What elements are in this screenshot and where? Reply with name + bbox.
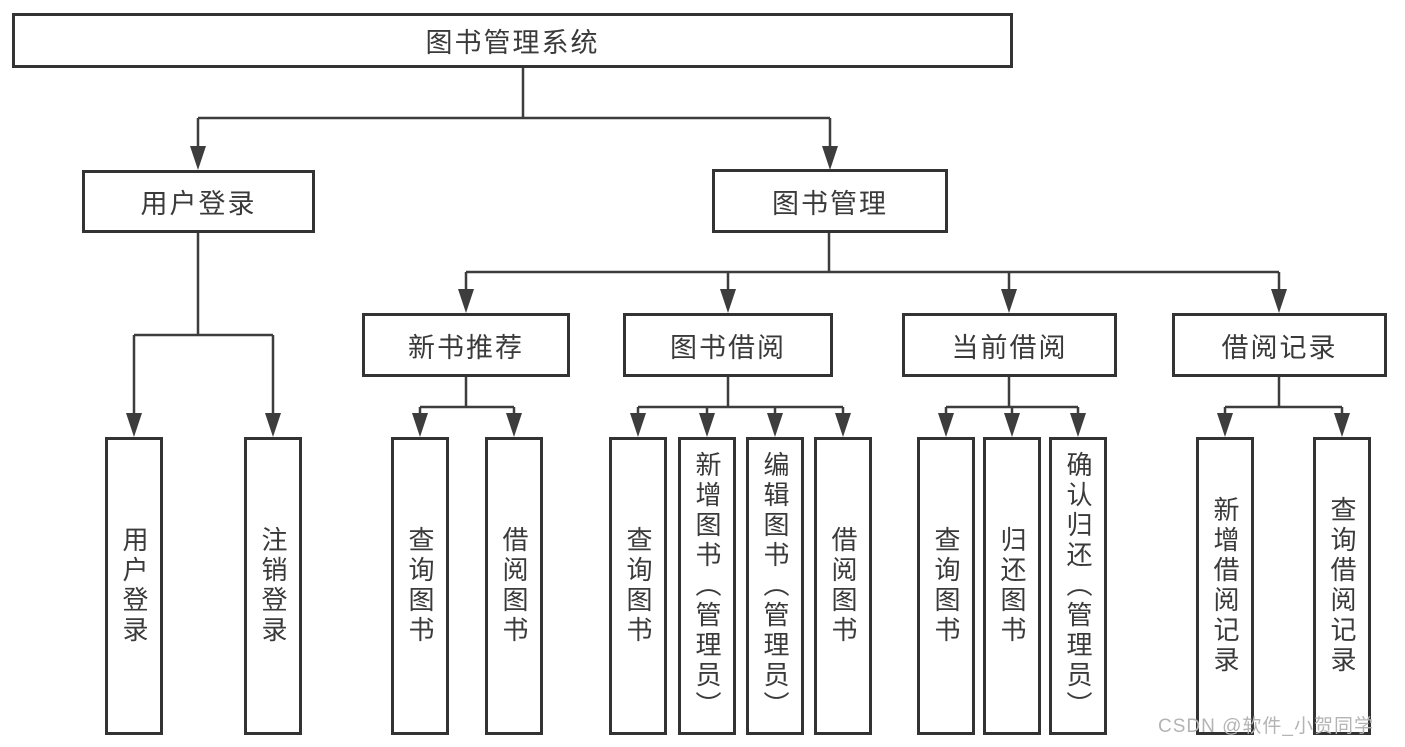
node-leaf-query-books-borrow: 查询图书: [609, 437, 667, 735]
node-book-borrow: 图书借阅: [623, 313, 833, 377]
node-leaf-logout: 注销登录: [244, 437, 302, 735]
node-leaf-query-books-recommend: 查询图书: [391, 437, 449, 735]
node-root-system: 图书管理系统: [12, 13, 1013, 68]
node-leaf-user-login: 用户登录: [105, 437, 163, 735]
node-leaf-add-borrow-record: 新增借阅记录: [1196, 437, 1254, 735]
node-user-login: 用户登录: [82, 170, 315, 233]
node-leaf-edit-books-admin: 编辑图书（管理员）: [746, 437, 804, 735]
node-leaf-return-books: 归还图书: [983, 437, 1041, 735]
arrowheads: [126, 146, 1350, 437]
node-leaf-query-books-current: 查询图书: [917, 437, 975, 735]
node-leaf-query-borrow-record: 查询借阅记录: [1313, 437, 1371, 735]
node-leaf-borrow-books-recommend: 借阅图书: [485, 437, 543, 735]
node-borrow-record: 借阅记录: [1172, 313, 1387, 377]
node-leaf-add-books-admin: 新增图书（管理员）: [678, 437, 736, 735]
node-new-book-recommend: 新书推荐: [362, 313, 570, 377]
csdn-watermark: CSDN @软件_小贺同学: [1158, 716, 1374, 737]
node-leaf-borrow-books: 借阅图书: [814, 437, 872, 735]
node-current-borrow: 当前借阅: [902, 313, 1117, 377]
node-leaf-confirm-return-admin: 确认归还（管理员）: [1049, 437, 1107, 735]
node-book-mgmt: 图书管理: [712, 169, 948, 233]
